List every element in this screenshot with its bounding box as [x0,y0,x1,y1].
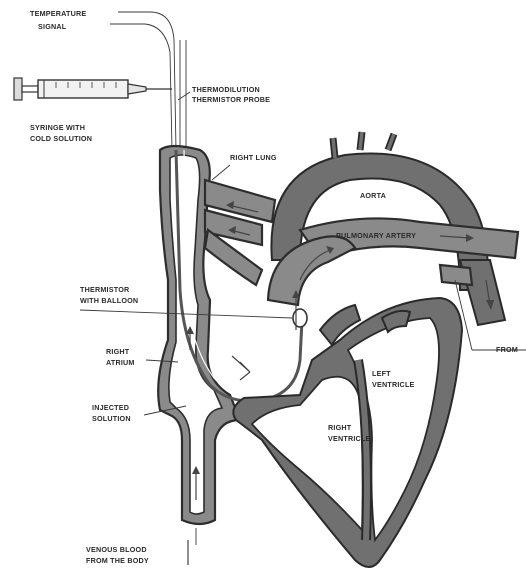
label-right-atrium-1: RIGHT [106,347,130,356]
label-venous-1: VENOUS BLOOD [86,545,147,554]
label-temperature-signal-2: SIGNAL [38,22,67,31]
label-right-ventricle-1: RIGHT [328,423,352,432]
label-venous-2: FROM THE BODY [86,556,149,565]
thermistor-balloon [293,309,307,327]
label-injected-2: SOLUTION [92,414,131,423]
label-aorta: AORTA [360,191,386,200]
syringe [14,78,172,100]
label-right-ventricle-2: VENTRICLE [328,434,371,443]
label-left-ventricle-2: VENTRICLE [372,380,415,389]
label-cut-off: FROM [496,345,518,354]
label-left-ventricle-1: LEFT [372,369,391,378]
label-syringe-2: COLD SOLUTION [30,134,92,143]
label-probe-2: THERMISTOR PROBE [192,95,270,104]
label-pulmonary-artery: PULMONARY ARTERY [336,231,416,240]
label-thermistor-1: THERMISTOR [80,285,130,294]
label-thermistor-2: WITH BALLOON [80,296,138,305]
heart [233,298,462,567]
label-injected-1: INJECTED [92,403,129,412]
label-temperature-signal-1: TEMPERATURE [30,9,86,18]
label-right-lung: RIGHT LUNG [230,153,277,162]
label-syringe-1: SYRINGE WITH [30,123,85,132]
label-probe-1: THERMODILUTION [192,85,260,94]
right-lung-vessels [205,180,275,285]
label-right-atrium-2: ATRIUM [106,358,135,367]
